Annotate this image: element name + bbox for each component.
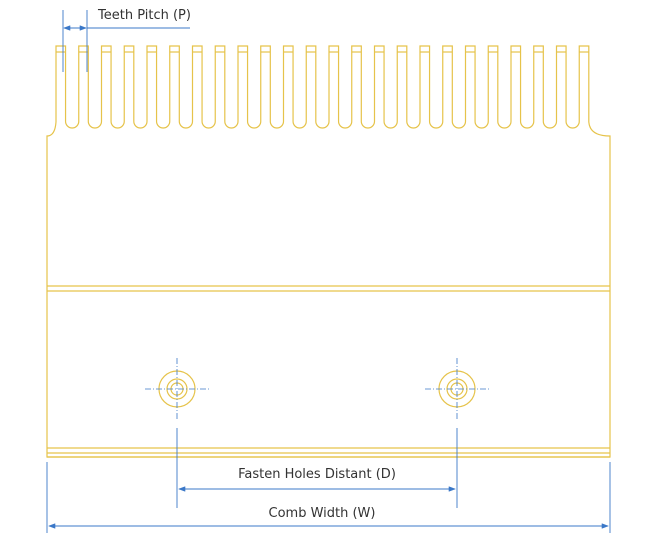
comb-width-label: Comb Width (W) bbox=[269, 506, 376, 521]
teeth-pitch-label: Teeth Pitch (P) bbox=[97, 8, 191, 23]
fasten-holes-label: Fasten Holes Distant (D) bbox=[238, 467, 396, 482]
comb-outline-path bbox=[46, 45, 611, 458]
comb-body bbox=[46, 45, 611, 458]
comb-width-dimension bbox=[46, 462, 611, 533]
fasten-holes-dimension bbox=[176, 428, 458, 508]
hole-centerlines bbox=[145, 358, 489, 420]
teeth-pitch-dimension bbox=[62, 10, 190, 72]
